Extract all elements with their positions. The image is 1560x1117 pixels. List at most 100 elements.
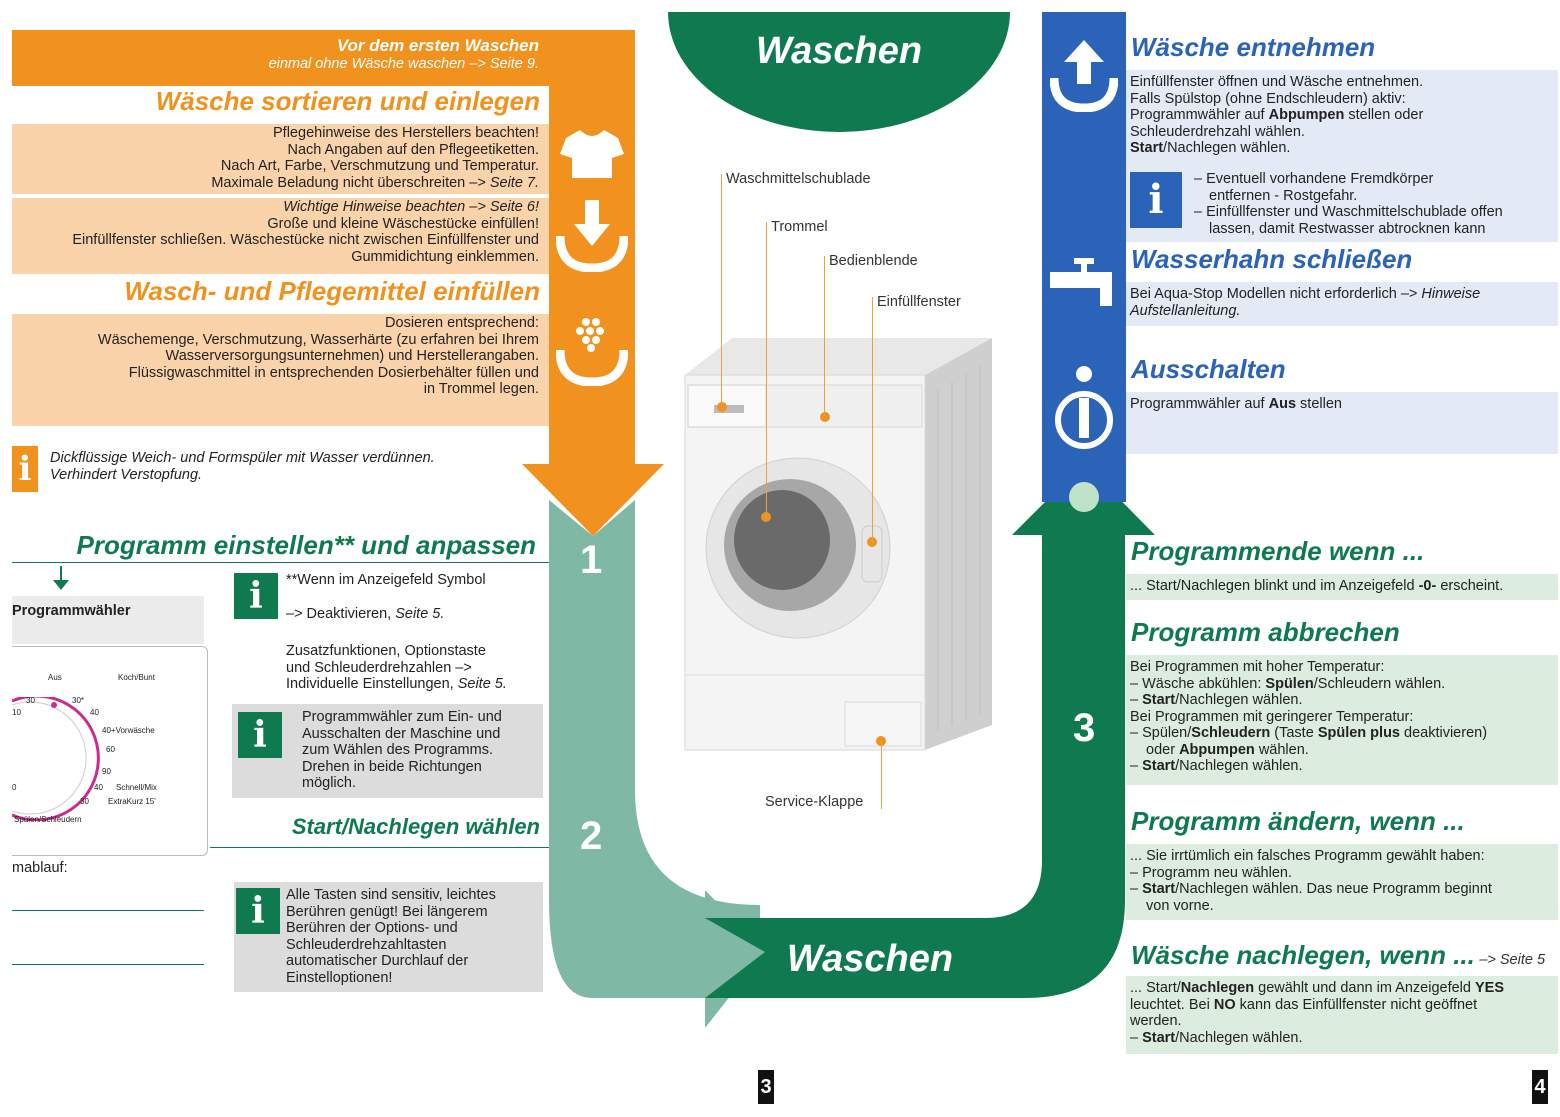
dial-40s: 40 (94, 783, 103, 792)
sort-title: Wäsche sortieren und einlegen (155, 86, 540, 116)
extra-line-3: Individuelle Einstellungen, Seite 5. (286, 676, 507, 692)
info-3-line-2: Berühren genügt! Bei längerem (286, 903, 488, 920)
info-icon: i (12, 446, 38, 492)
info-1-line-2: –> Deaktivieren, Seite 5. (286, 605, 445, 622)
load-laundry-icon (556, 200, 628, 272)
washing-machine-illustration (684, 338, 992, 751)
leader-einfuellfenster (872, 297, 873, 543)
green-band (705, 535, 1125, 998)
end-title: Programmende wenn ... (1131, 536, 1425, 566)
abort-title: Programm abbrechen (1131, 617, 1400, 647)
extra-page-ref: Seite 5. (457, 676, 507, 692)
program-divider (12, 562, 549, 563)
start-divider (210, 847, 549, 848)
first-wash-subtitle: einmal ohne Wäsche waschen –> Seite 9. (268, 56, 539, 72)
info-1-page-ref: Seite 5. (395, 605, 445, 622)
detergent-line-4: Flüssigwaschmittel in entsprechenden Dos… (128, 364, 539, 381)
change-block: ... Sie irrtümlich ein falsches Programm… (1126, 844, 1558, 920)
dial-60: 60 (106, 745, 115, 754)
sort-line-6: Einfüllfenster schließen. Wäschestücke n… (72, 232, 539, 248)
dial-spuelen-schleudern: Spülen/Schleudern (14, 815, 82, 824)
info-3-line-1: Alle Tasten sind sensitiv, leichtes (286, 887, 496, 903)
program-title: Programm einstellen** und anpassen (76, 530, 536, 560)
info-icon: i (236, 888, 280, 934)
info-1-line-1: **Wenn im Anzeigefeld Symbol (286, 572, 486, 588)
waschen-bottom-title: Waschen (786, 938, 954, 980)
step-3-number: 3 (1073, 706, 1096, 750)
info-2-line-3: zum Wählen des Programms. (302, 742, 493, 758)
info-icon: i (1130, 172, 1182, 228)
step-2-number: 2 (580, 814, 603, 858)
orange-arrow-head (522, 464, 664, 536)
first-wash-title: Vor dem ersten Waschen (336, 36, 539, 55)
remove-line-2: Falls Spülstop (ohne Endschleudern) akti… (1130, 90, 1406, 107)
detergent-line-5: in Trommel legen. (423, 381, 539, 397)
extra-line-1: Zusatzfunktionen, Optionstaste (286, 643, 486, 659)
off-title: Ausschalten (1131, 354, 1286, 384)
remove-line-4: Schleuderdrehzahl wählen. (1130, 123, 1305, 140)
power-off-icon (1055, 366, 1113, 449)
remove-line-5: Start/Nachlegen wählen. (1130, 140, 1291, 156)
label-bedienblende: Bedienblende (829, 253, 918, 269)
info-icon: i (238, 712, 282, 758)
ablauf-label: mablauf: (12, 860, 68, 876)
end-block: ... Start/Nachlegen blinkt und im Anzeig… (1126, 574, 1558, 600)
dial-90: 90 (102, 767, 111, 776)
dial-0: 0 (12, 783, 17, 792)
dial-aus: Aus (48, 673, 62, 682)
start-title: Start/Nachlegen wählen (291, 814, 540, 839)
tshirt-icon (560, 130, 624, 178)
program-selector-label: Programmwähler (12, 596, 204, 644)
detergent-line-2: Wäschemenge, Verschmutzung, Wasserhärte … (97, 331, 539, 348)
info-2-line-5: möglich. (302, 775, 356, 791)
change-title: Programm ändern, wenn ... (1131, 806, 1465, 836)
softener-note-line-1: Dickflüssige Weich- und Formspüler mit W… (50, 450, 435, 466)
reload-title: Wäsche nachlegen, wenn ... (1131, 940, 1475, 970)
dial-30a: 30 (26, 696, 35, 705)
selector-pointer-line (60, 566, 62, 582)
label-service-klappe: Service-Klappe (765, 794, 864, 810)
remove-info-line-1: – Eventuell vorhandene Fremdkörper (1194, 171, 1434, 187)
info-3-line-3: Berühren der Options- und (286, 920, 458, 936)
info-icon: i (234, 573, 278, 619)
reload-heading: Wäsche nachlegen, wenn ... –> Seite 5 (1131, 940, 1545, 971)
remove-laundry-icon (1050, 40, 1118, 112)
softener-note-line-2: Verhindert Verstopfung. (50, 466, 203, 483)
tap-text: Bei Aqua-Stop Modellen nicht erforderlic… (1130, 286, 1418, 302)
remove-info-line-4: lassen, damit Restwasser abtrocknen kann (1209, 220, 1486, 237)
label-waschmittelschublade: Waschmittelschublade (726, 171, 871, 187)
ablauf-line-1 (12, 910, 204, 911)
remove-block: Einfüllfenster öffnen und Wäsche entnehm… (1126, 70, 1558, 242)
detergent-icon (556, 318, 628, 386)
remove-info-text: – Eventuell vorhandene Fremdkörper entfe… (1194, 171, 1503, 237)
tap-title: Wasserhahn schließen (1131, 244, 1413, 274)
info-2-line-4: Drehen in beide Richtungen (302, 758, 482, 775)
abort-block: Bei Programmen mit hoher Temperatur: – W… (1126, 655, 1558, 785)
off-block: Programmwähler auf Aus stellen (1126, 392, 1558, 454)
sort-block-2: Wichtige Hinweise beachten –> Seite 6! G… (12, 198, 549, 274)
sort-line-4: Maximale Beladung nicht überschreiten –>… (211, 174, 539, 191)
sort-important-ref: Wichtige Hinweise beachten –> Seite 6! (283, 199, 539, 215)
sort-line-2: Nach Angaben auf den Pflegeetiketten. (287, 141, 539, 158)
detergent-block: Dosieren entsprechend: Wäschemenge, Vers… (12, 314, 549, 426)
info-2-line-1: Programmwähler zum Ein- und (302, 709, 502, 725)
page-number-left: 3 (758, 1070, 774, 1104)
sort-line-7: Gummidichtung einklemmen. (351, 248, 539, 265)
dial-30c: 30 (80, 797, 89, 806)
dial-40a: 40 (90, 708, 99, 717)
sort-block-1: Pflegehinweise des Herstellers beachten!… (12, 124, 549, 194)
detergent-line-3: Wasserversorgungsunternehmen) und Herste… (165, 348, 539, 364)
water-tap-icon (1050, 258, 1112, 306)
sort-page-ref: Seite 7. (489, 174, 539, 191)
info-3-line-4: Schleuderdrehzahltasten (286, 936, 447, 953)
light-dot (1069, 482, 1099, 512)
remove-info-line-3: – Einfüllfenster und Waschmittelschublad… (1194, 204, 1503, 220)
leader-waschmittelschublade (721, 174, 722, 407)
program-dial-panel: Aus Koch/Bunt 30 30* 10 40 40+Vorwäsche … (12, 646, 208, 856)
info-3-box: Alle Tasten sind sensitiv, leichtes Berü… (234, 882, 543, 992)
softener-note: Dickflüssige Weich- und Formspüler mit W… (50, 450, 435, 483)
detergent-line-1: Dosieren entsprechend: (385, 315, 539, 331)
leader-trommel (766, 222, 767, 518)
reload-page-ref: –> Seite 5 (1479, 952, 1546, 968)
reload-block: ... Start/Nachlegen gewählt und dann im … (1126, 976, 1558, 1054)
